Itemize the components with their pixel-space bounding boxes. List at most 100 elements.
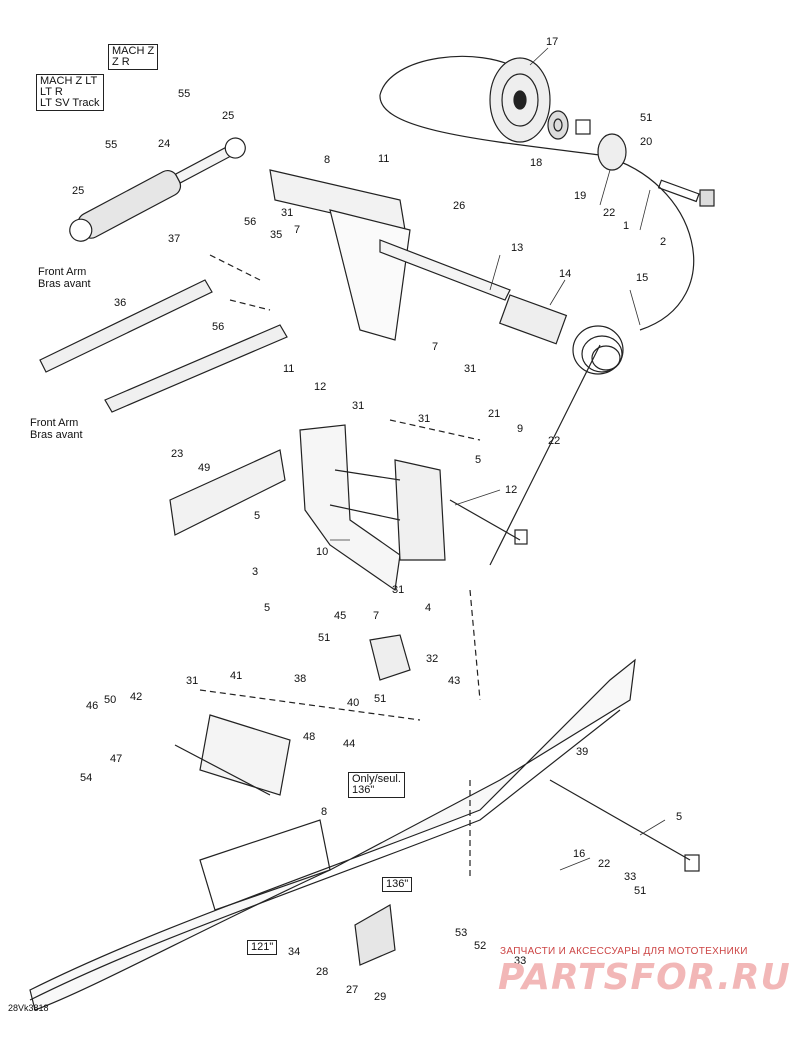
callout-7: 7	[294, 224, 301, 236]
callout-11: 11	[378, 153, 390, 165]
callout-26: 26	[453, 200, 466, 212]
callout-16: 16	[573, 848, 586, 860]
bearing	[547, 110, 569, 140]
callout-44: 44	[343, 738, 356, 750]
callout-17: 17	[546, 36, 559, 48]
callout-22: 22	[548, 435, 561, 447]
callout-29: 29	[374, 991, 387, 1003]
callout-27: 27	[346, 984, 359, 996]
callout-12: 12	[505, 484, 518, 496]
note-len-121: 121"	[247, 940, 278, 955]
callout-22: 22	[603, 207, 616, 219]
watermark-tagline: ЗАПЧАСТИ И АКСЕССУАРЫ ДЛЯ МОТОТЕХНИКИ	[500, 946, 748, 957]
spring-rod-line	[489, 344, 601, 566]
callout-42: 42	[130, 691, 143, 703]
callout-5: 5	[676, 811, 683, 823]
shock-absorber	[69, 137, 246, 242]
callout-51: 51	[374, 693, 387, 705]
idler-wheel	[489, 57, 551, 143]
callout-49: 49	[198, 462, 211, 474]
note-front-arm-2: Front Arm Bras avant	[30, 417, 83, 441]
callout-4: 4	[425, 602, 432, 614]
callout-34: 34	[288, 946, 301, 958]
bolt-6	[549, 779, 700, 872]
shaft-13	[379, 239, 511, 301]
note-len-136: 136"	[382, 877, 413, 892]
callout-9: 9	[517, 423, 524, 435]
callout-31: 31	[392, 584, 405, 596]
rear-arm-38	[174, 714, 291, 796]
drawing-code: 28Vk3818	[8, 1003, 49, 1013]
spring-15	[572, 325, 624, 375]
stopper-27	[354, 904, 396, 966]
model-box-mach-z-lt: MACH Z LT LT R LT SV Track	[36, 74, 104, 111]
callout-56: 56	[212, 321, 225, 333]
link-plate-36b	[104, 324, 288, 413]
callout-25: 25	[222, 110, 235, 122]
callout-2: 2	[660, 236, 667, 248]
callout-1: 1	[623, 220, 630, 232]
callout-3: 3	[252, 566, 259, 578]
callout-19: 19	[574, 190, 587, 202]
callout-21: 21	[488, 408, 501, 420]
callout-7: 7	[373, 610, 380, 622]
callout-56: 56	[244, 216, 257, 228]
note-front-arm-1: Front Arm Bras avant	[38, 266, 91, 290]
callout-55: 55	[178, 88, 191, 100]
callout-36: 36	[114, 297, 127, 309]
callout-38: 38	[294, 673, 307, 685]
callout-37: 37	[168, 233, 181, 245]
callout-47: 47	[110, 753, 123, 765]
callout-5: 5	[475, 454, 482, 466]
frame-3	[299, 424, 446, 592]
sleeve-14	[498, 294, 568, 345]
callout-45: 45	[334, 610, 347, 622]
callout-8: 8	[321, 806, 328, 818]
callout-28: 28	[316, 966, 329, 978]
pivot-arm-8	[269, 169, 411, 341]
callout-7: 7	[432, 341, 439, 353]
callout-22: 22	[598, 858, 611, 870]
link-plate-36a	[39, 279, 213, 373]
callout-31: 31	[418, 413, 431, 425]
watermark-logo: PARTSFOR.RU	[498, 957, 791, 998]
callout-50: 50	[104, 694, 117, 706]
slide-rail-short	[169, 449, 286, 536]
callout-31: 31	[352, 400, 365, 412]
callout-18: 18	[530, 157, 543, 169]
callout-31: 31	[464, 363, 477, 375]
axle-10	[449, 499, 528, 545]
callout-43: 43	[448, 675, 461, 687]
callout-33: 33	[624, 871, 637, 883]
callout-32: 32	[426, 653, 439, 665]
callout-46: 46	[86, 700, 99, 712]
callout-31: 31	[281, 207, 294, 219]
callout-55: 55	[105, 139, 118, 151]
callout-48: 48	[303, 731, 316, 743]
callout-51: 51	[640, 112, 653, 124]
callout-41: 41	[230, 670, 243, 682]
callout-33: 33	[514, 955, 527, 967]
callout-12: 12	[314, 381, 327, 393]
callout-54: 54	[80, 772, 93, 784]
callout-31: 31	[186, 675, 199, 687]
model-box-mach-z: MACH Z Z R	[108, 44, 159, 70]
callout-14: 14	[559, 268, 572, 280]
callout-8: 8	[324, 154, 331, 166]
spacer-20	[575, 119, 591, 135]
callout-15: 15	[636, 272, 649, 284]
callout-52: 52	[474, 940, 487, 952]
callout-11: 11	[283, 363, 295, 375]
callout-5: 5	[254, 510, 261, 522]
callout-53: 53	[455, 927, 468, 939]
callout-51: 51	[634, 885, 647, 897]
callout-20: 20	[640, 136, 653, 148]
callout-25: 25	[72, 185, 85, 197]
callout-51: 51	[318, 632, 331, 644]
slide-rail-long	[29, 658, 636, 1011]
callout-39: 39	[576, 746, 589, 758]
callout-23: 23	[171, 448, 184, 460]
callout-13: 13	[511, 242, 524, 254]
callout-24: 24	[158, 138, 171, 150]
